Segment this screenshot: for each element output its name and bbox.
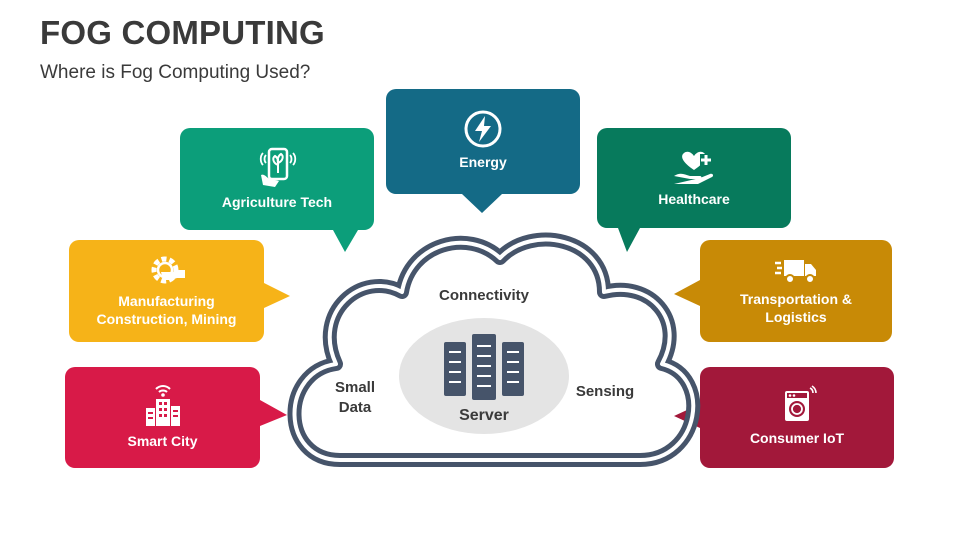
washing-machine-icon xyxy=(785,385,817,421)
bubble-agriculture: Agriculture Tech xyxy=(180,136,374,220)
bubble-manufacturing-shape xyxy=(69,240,290,342)
city-wifi-icon xyxy=(145,385,180,426)
healthcare-label: Healthcare xyxy=(658,191,730,207)
bubble-smart-city: Smart City xyxy=(65,374,260,458)
energy-label: Energy xyxy=(459,154,507,170)
agriculture-label: Agriculture Tech xyxy=(221,194,333,210)
cloud-label-connectivity: Connectivity xyxy=(438,287,529,304)
server-icon xyxy=(444,334,524,400)
plant-phone-icon xyxy=(259,147,297,187)
smart-city-label: Smart City xyxy=(127,433,198,449)
bubble-transportation-shape xyxy=(674,240,892,342)
slide-title: FOG COMPUTING xyxy=(40,14,325,51)
bubble-energy-shape xyxy=(386,89,580,213)
cloud-label-small-data: Small Data xyxy=(334,379,376,416)
truck-icon xyxy=(775,260,816,284)
bubble-healthcare-shape xyxy=(597,128,791,252)
consumer-iot-label: Consumer IoT xyxy=(749,430,845,446)
bubble-consumer-iot: Consumer IoT xyxy=(700,374,894,458)
gear-hand-icon xyxy=(151,256,185,284)
bubble-energy: Energy xyxy=(386,100,580,180)
lightning-icon xyxy=(464,110,502,148)
bubble-consumer-iot-shape xyxy=(674,367,894,468)
bubble-manufacturing: Manufacturing Construction, Mining xyxy=(69,248,264,334)
transportation-label: Transportation & Logistics xyxy=(739,291,852,325)
bubble-transportation: Transportation & Logistics xyxy=(700,248,892,334)
cloud-label-server: Server xyxy=(459,407,509,424)
slide-subtitle: Where is Fog Computing Used? xyxy=(40,62,311,83)
bubble-healthcare: Healthcare xyxy=(597,136,791,220)
bubble-agriculture-shape xyxy=(180,128,374,252)
cloud-inner-line xyxy=(292,237,696,462)
cloud-label-sensing: Sensing xyxy=(575,383,635,400)
heart-hand-icon xyxy=(674,151,714,184)
manufacturing-label: Manufacturing Construction, Mining xyxy=(96,293,237,327)
